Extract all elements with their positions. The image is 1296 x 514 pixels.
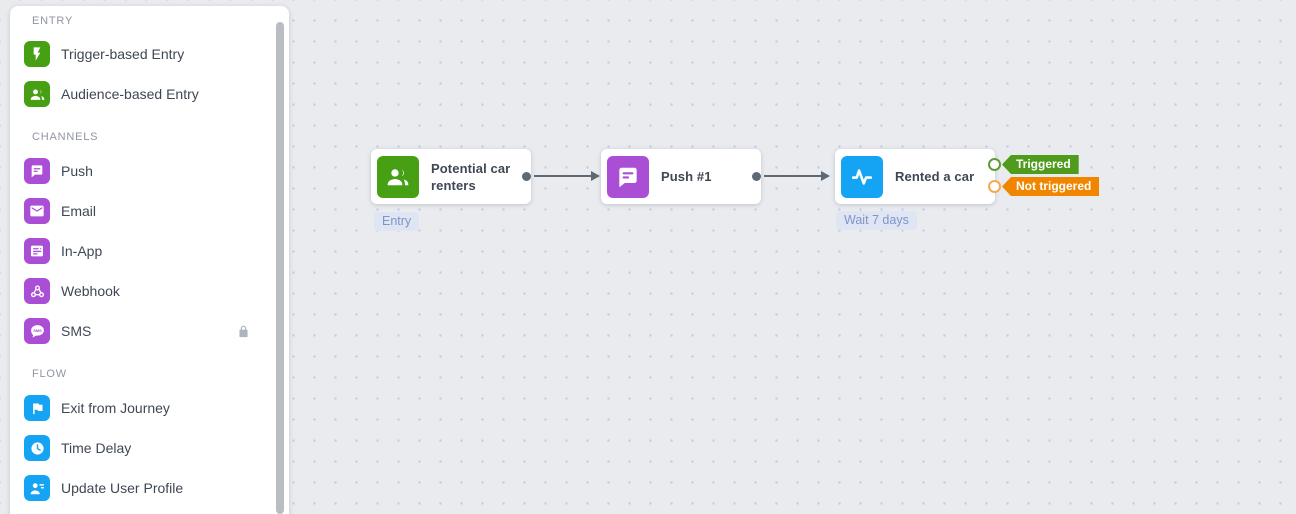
inapp-icon — [24, 238, 50, 264]
triggered-branch-label[interactable]: Triggered — [1002, 155, 1079, 174]
palette-item-email[interactable]: Email — [10, 191, 289, 231]
push-icon — [607, 155, 649, 198]
sidebar-scrollbar[interactable] — [276, 22, 284, 514]
sms-icon: SMS — [24, 318, 50, 344]
node-wait-badge: Wait 7 days — [836, 211, 917, 230]
section-header-entry: ENTRY — [32, 15, 74, 27]
triggered-port[interactable] — [988, 158, 1001, 171]
flag-icon — [24, 395, 50, 421]
node-entry-badge: Entry — [374, 212, 420, 231]
block-palette-sidebar: ENTRY Trigger-based Entry Audience-based… — [10, 6, 289, 514]
palette-item-trigger-based-entry[interactable]: Trigger-based Entry — [10, 34, 289, 74]
node-title: Potential car renters — [431, 160, 511, 193]
webhook-icon — [24, 278, 50, 304]
clock-icon — [24, 435, 50, 461]
node-title: Rented a car — [895, 169, 975, 184]
palette-item-audience-based-entry[interactable]: Audience-based Entry — [10, 74, 289, 114]
section-header-channels: CHANNELS — [32, 131, 99, 143]
connector-arrowhead — [821, 171, 830, 181]
push-icon — [24, 158, 50, 184]
palette-item-exit-from-journey[interactable]: Exit from Journey — [10, 388, 289, 428]
palette-item-in-app[interactable]: In-App — [10, 231, 289, 271]
email-icon — [24, 198, 50, 224]
palette-item-time-delay[interactable]: Time Delay — [10, 428, 289, 468]
palette-item-update-user-profile[interactable]: Update User Profile — [10, 468, 289, 508]
output-port[interactable] — [752, 172, 761, 181]
node-push-1[interactable]: Push #1 — [601, 149, 761, 204]
connector-line — [534, 175, 592, 177]
lock-icon — [236, 324, 251, 339]
lightning-icon — [24, 41, 50, 67]
connector-arrowhead — [591, 171, 600, 181]
node-potential-car-renters[interactable]: Potential car renters — [371, 149, 531, 204]
not-triggered-branch-label[interactable]: Not triggered — [1002, 177, 1100, 196]
connector-line — [764, 175, 822, 177]
palette-item-webhook[interactable]: Webhook — [10, 271, 289, 311]
pulse-icon — [841, 155, 883, 198]
svg-text:SMS: SMS — [33, 327, 42, 332]
section-header-flow: FLOW — [32, 368, 67, 380]
node-rented-a-car[interactable]: Rented a car — [835, 149, 995, 204]
audience-icon — [377, 155, 419, 198]
node-title: Push #1 — [661, 169, 712, 184]
user-edit-icon — [24, 475, 50, 501]
palette-item-sms[interactable]: SMS SMS — [10, 311, 289, 351]
not-triggered-port[interactable] — [988, 180, 1001, 193]
palette-item-push[interactable]: Push — [10, 151, 289, 191]
output-port[interactable] — [522, 172, 531, 181]
audience-icon — [24, 81, 50, 107]
